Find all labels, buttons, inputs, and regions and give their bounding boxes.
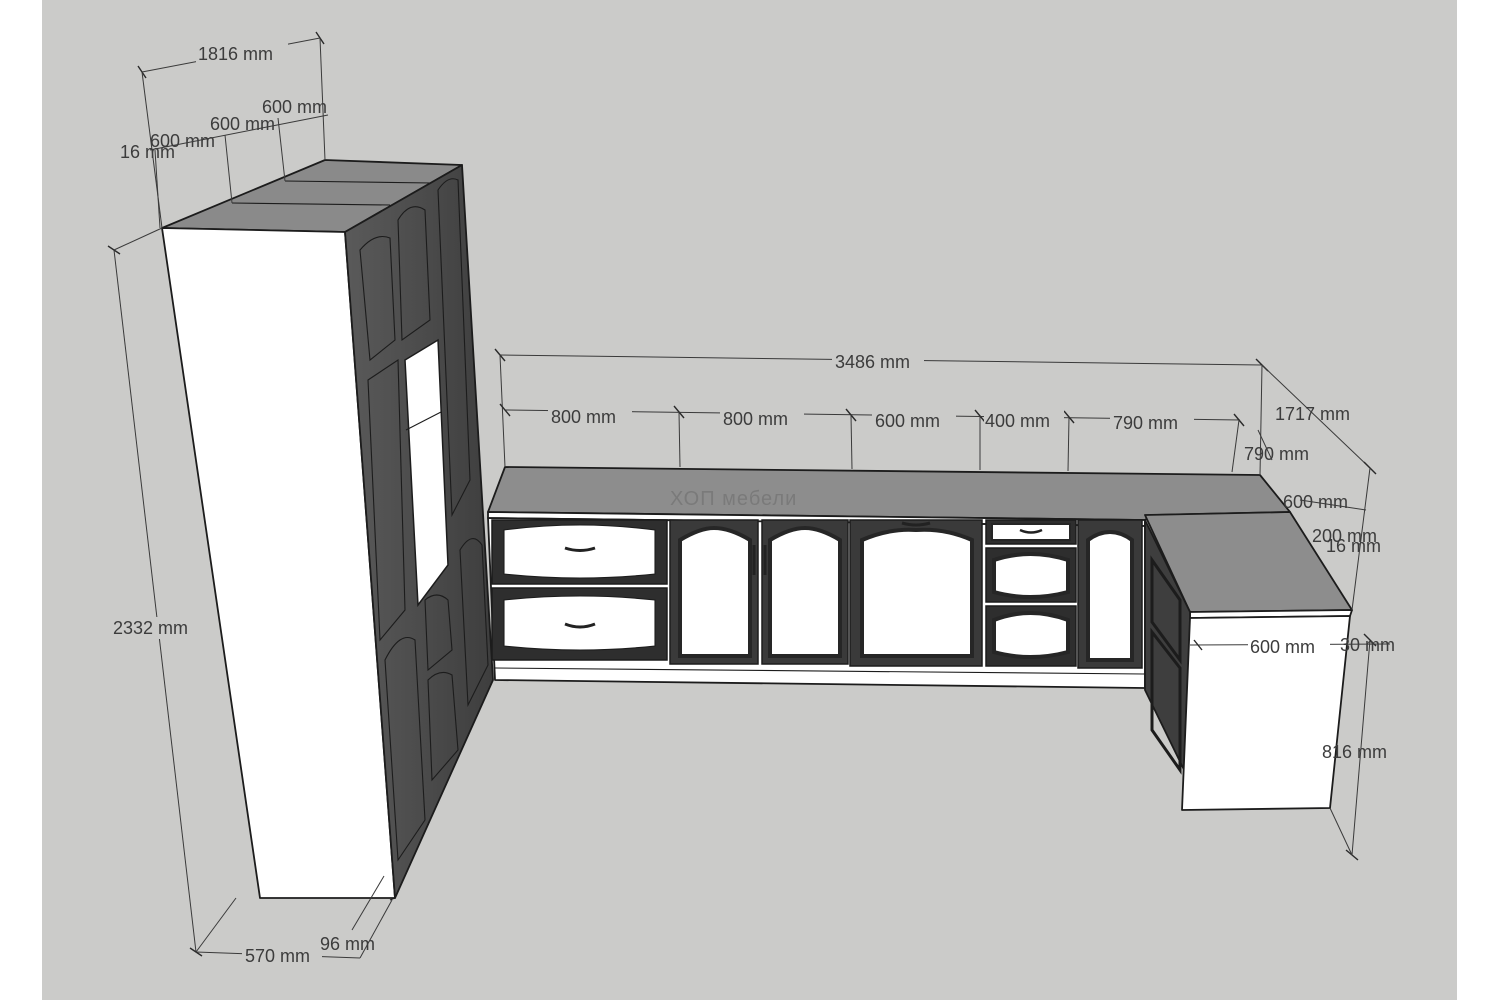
drawer-handle-icon	[564, 546, 596, 552]
drawer-handle-icon	[564, 622, 596, 629]
dim-tall-total-width: 1816 mm	[198, 44, 273, 64]
tall-cabinet	[161, 159, 494, 901]
door-handle-icon	[901, 521, 931, 527]
dim-return-width: 600 mm	[1250, 637, 1315, 657]
dim-corner-16: 16 mm	[1326, 536, 1381, 556]
open-niche	[404, 338, 449, 608]
dim-tall-col-2: 600 mm	[210, 114, 275, 134]
watermark: ХОП мебели	[670, 488, 797, 510]
dimension-lines	[107, 31, 1391, 959]
drawer-handle-icon	[1019, 528, 1043, 534]
dim-corner-600: 600 mm	[1283, 492, 1348, 512]
countertop	[487, 466, 1291, 521]
dim-tall-depth: 570 mm	[245, 946, 310, 966]
base-cabinet-run	[487, 466, 1353, 811]
dim-base-total: 3486 mm	[835, 352, 910, 372]
dim-corner-200: 200 mm	[1312, 526, 1377, 546]
dimension-labels: 1816 mm 600 mm 600 mm 600 mm 16 mm 2332 …	[112, 43, 1395, 967]
dim-tall-col-1: 600 mm	[150, 131, 215, 151]
dim-tall-height: 2332 mm	[113, 618, 188, 638]
dim-base-seg-3: 600 mm	[875, 411, 940, 431]
dim-base-seg-5: 790 mm	[1113, 413, 1178, 433]
dim-base-seg-1: 800 mm	[551, 407, 616, 427]
dim-corner-790: 790 mm	[1244, 444, 1309, 464]
dim-base-height: 816 mm	[1322, 742, 1387, 762]
dim-top-thickness: 30 mm	[1340, 635, 1395, 655]
dim-tall-plinth: 96 mm	[320, 934, 375, 954]
door-600	[849, 519, 983, 667]
corner-return-cabinet	[1144, 511, 1353, 811]
dim-corner-total: 1717 mm	[1275, 404, 1350, 424]
drawer-stack-400	[985, 519, 1077, 667]
door-pair-800	[669, 519, 849, 665]
narrow-door	[1077, 519, 1143, 669]
dim-tall-side: 16 mm	[120, 142, 175, 162]
dim-base-seg-2: 800 mm	[723, 409, 788, 429]
dim-tall-col-3: 600 mm	[262, 97, 327, 117]
dim-base-seg-4: 400 mm	[985, 411, 1050, 431]
